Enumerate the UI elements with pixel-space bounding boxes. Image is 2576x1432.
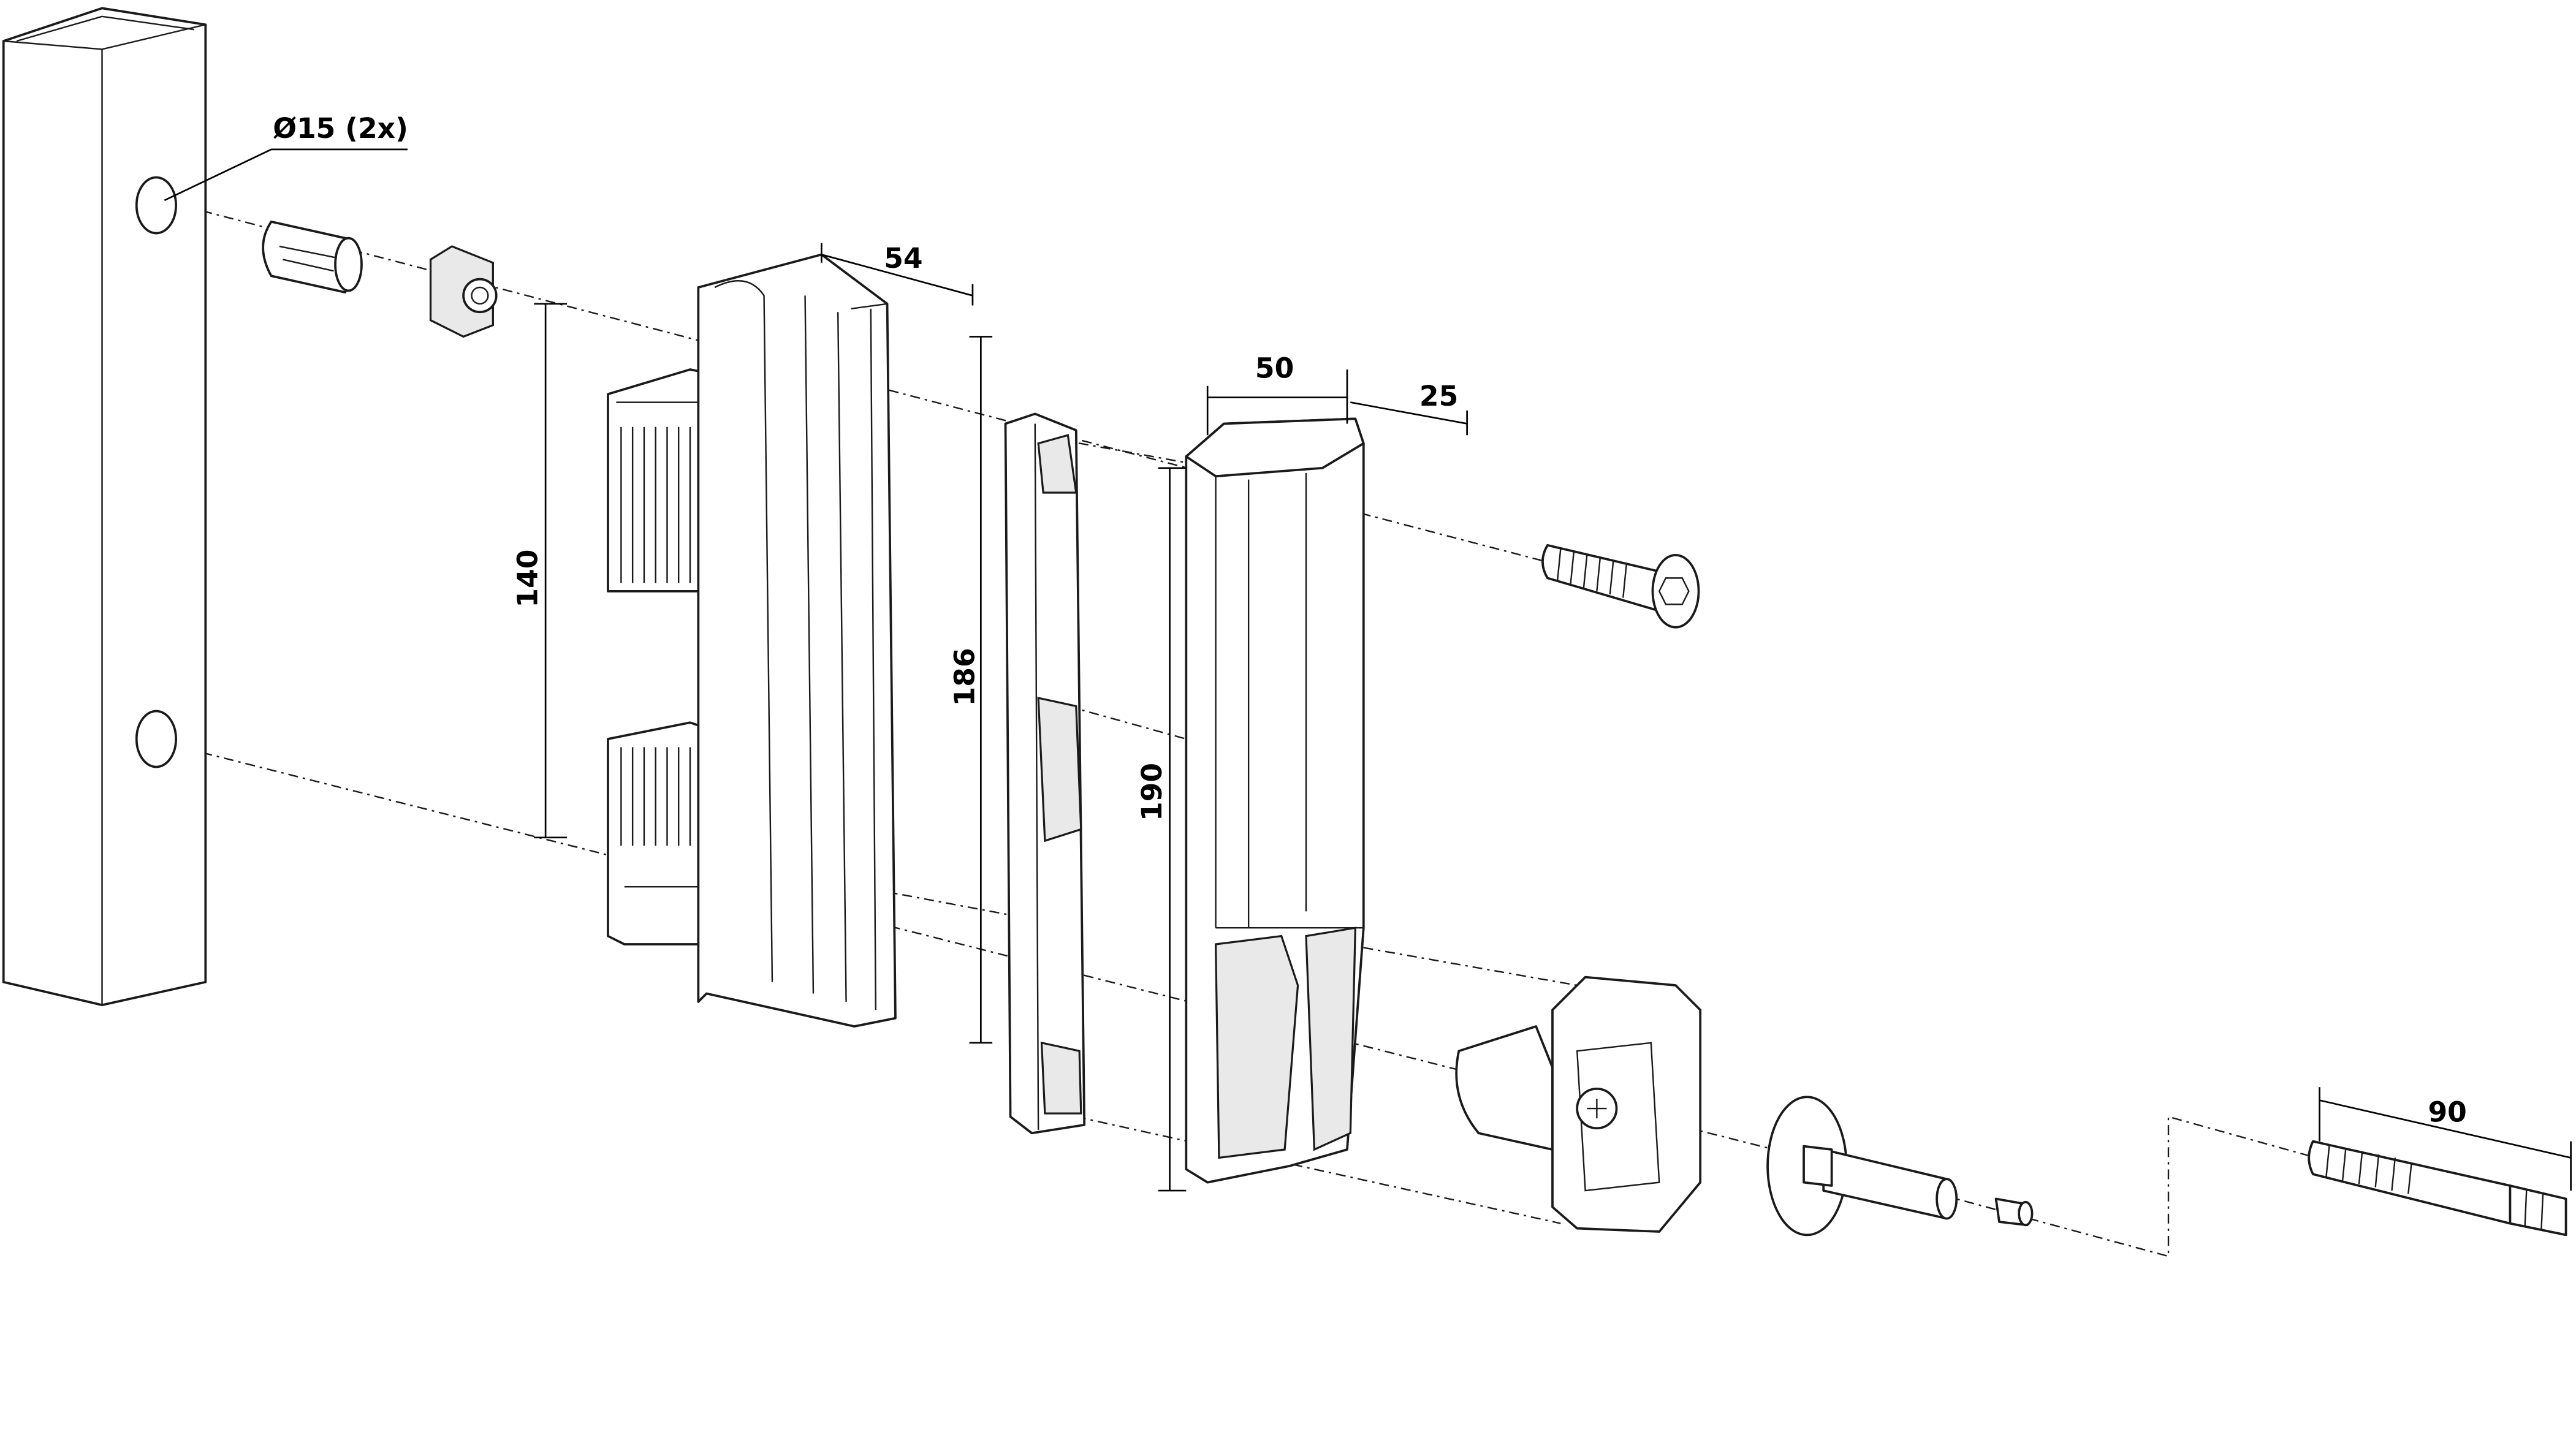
- clamp-bracket: [1455, 976, 1702, 1233]
- handle-body: [607, 253, 897, 1028]
- dimension-label-25: 25: [1419, 380, 1458, 412]
- dimension-140: 140: [512, 303, 567, 839]
- dimension-50: 50: [1206, 352, 1348, 436]
- dimension-label-140: 140: [512, 550, 544, 608]
- post-hole-top: [135, 176, 177, 235]
- dimension-label-186: 186: [949, 648, 981, 706]
- dimension-190: 190: [1136, 467, 1187, 1192]
- square-post: [2, 7, 207, 1007]
- gasket-strip: [1004, 412, 1086, 1135]
- threaded-rod: [2308, 1140, 2567, 1237]
- hole-diameter-label: Ø15 (2x): [273, 112, 408, 145]
- dimension-label-190: 190: [1136, 763, 1168, 821]
- dimension-label-90: 90: [2428, 1096, 2466, 1128]
- dimension-25: 25: [1350, 380, 1468, 436]
- dimension-label-54: 54: [884, 242, 922, 275]
- post-hole-bottom: [135, 710, 177, 768]
- hole-diameter-callout: Ø15 (2x): [164, 112, 408, 202]
- washer-bolt: [1766, 1096, 1958, 1237]
- dimension-label-50: 50: [1255, 352, 1294, 384]
- dimension-186: 186: [949, 336, 993, 1044]
- countersunk-screw: [1541, 544, 1700, 629]
- bushing: [429, 245, 498, 338]
- dimension-90: 90: [2319, 1087, 2572, 1191]
- dimension-54: 54: [821, 242, 974, 306]
- keeper-housing: [1185, 417, 1365, 1184]
- sleeve-insert: [262, 220, 363, 294]
- set-screw: [1994, 1197, 2034, 1227]
